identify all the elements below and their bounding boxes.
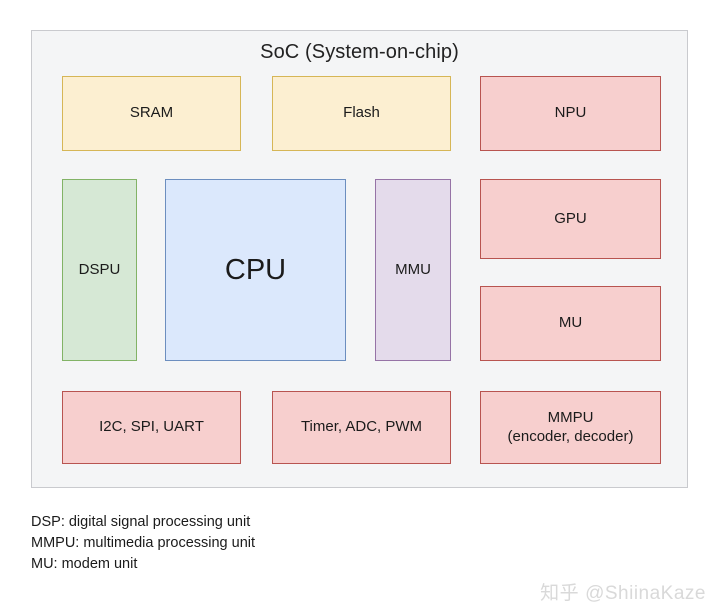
block-dspu-label: DSPU xyxy=(78,260,121,278)
block-timer-peripherals-label: Timer, ADC, PWM xyxy=(300,418,423,436)
block-mmpu-label: MMPU (encoder, decoder) xyxy=(507,408,634,445)
block-dspu: DSPU xyxy=(62,179,137,361)
block-cpu-label: CPU xyxy=(224,253,287,286)
block-sram: SRAM xyxy=(62,76,241,151)
block-mu: MU xyxy=(480,286,661,361)
block-gpu-label: GPU xyxy=(554,209,587,227)
block-mmu: MMU xyxy=(375,179,451,361)
watermark: 知乎@ShiinaKaze xyxy=(540,578,706,605)
block-mmu-label: MMU xyxy=(395,260,431,278)
soc-container: SoC (System-on-chip) SRAM Flash NPU DSPU… xyxy=(31,30,688,488)
block-flash-label: Flash xyxy=(343,104,380,122)
soc-title: SoC (System-on-chip) xyxy=(260,41,459,63)
block-npu: NPU xyxy=(480,76,661,151)
block-mmpu: MMPU (encoder, decoder) xyxy=(480,391,661,464)
legend-line-dsp: DSP: digital signal processing unit xyxy=(31,514,251,530)
legend: DSP: digital signal processing unit MMPU… xyxy=(31,512,255,575)
block-gpu: GPU xyxy=(480,179,661,259)
block-flash: Flash xyxy=(272,76,451,151)
block-sram-label: SRAM xyxy=(129,104,174,122)
zhihu-logo: 知乎 xyxy=(540,583,580,604)
legend-line-mmpu: MMPU: multimedia processing unit xyxy=(31,535,256,551)
legend-line-mu: MU: modem unit xyxy=(31,556,138,572)
block-cpu: CPU xyxy=(165,179,346,361)
block-timer-peripherals: Timer, ADC, PWM xyxy=(272,391,451,464)
block-io-peripherals: I2C, SPI, UART xyxy=(62,391,241,464)
block-npu-label: NPU xyxy=(554,104,587,122)
block-io-peripherals-label: I2C, SPI, UART xyxy=(99,418,204,436)
block-mu-label: MU xyxy=(558,314,583,332)
watermark-handle: @ShiinaKaze xyxy=(585,583,706,604)
